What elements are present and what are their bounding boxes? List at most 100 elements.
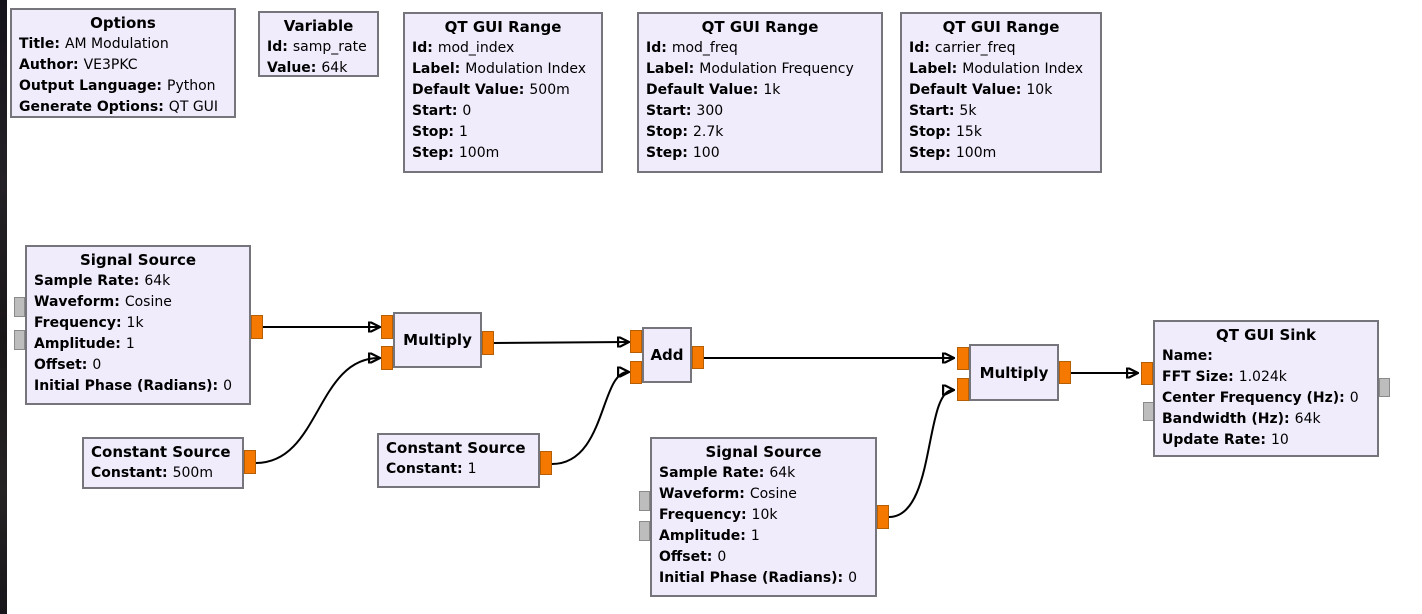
multiply-1-in-port-0[interactable] (381, 315, 393, 339)
param-value: 0 (223, 378, 233, 394)
constant-source-1-out-port[interactable] (244, 450, 256, 474)
signal-source-2-msg-port-1[interactable] (639, 491, 650, 511)
param-value: 0 (717, 549, 727, 565)
block-title: QT GUI Range (444, 18, 562, 36)
block-title: Multiply (979, 363, 1049, 382)
param-value: AM Modulation (64, 36, 169, 52)
param-value: 300 (696, 103, 724, 119)
param-value: Cosine (749, 486, 797, 502)
param-row: Start:300 (639, 101, 881, 122)
wire-sigsrc2-to-multiply2[interactable] (888, 390, 953, 518)
block-qt-gui-sink[interactable]: QT GUI Sink Name: FFT Size:1.024k Center… (1153, 320, 1379, 457)
block-options[interactable]: Options Title:AM Modulation Author:VE3PK… (10, 8, 236, 118)
param-row: Start:0 (405, 101, 601, 122)
param-row: Frequency:1k (27, 313, 249, 334)
param-label: Amplitude: (659, 528, 746, 544)
wire-const1-to-multiply1[interactable] (255, 358, 379, 464)
block-qt-gui-range-mod-freq[interactable]: QT GUI Range Id:mod_freq Label:Modulatio… (637, 12, 883, 173)
param-value: 15k (956, 124, 982, 140)
param-label: Start: (412, 103, 458, 119)
param-label: Generate Options: (19, 99, 164, 115)
param-row: Start:5k (902, 101, 1100, 122)
param-value: Modulation Frequency (699, 61, 854, 77)
block-multiply-1[interactable]: Multiply (393, 312, 482, 368)
param-label: Start: (646, 103, 692, 119)
param-value: Modulation Index (962, 61, 1083, 77)
block-title: Options (90, 14, 156, 32)
param-label: Constant: (91, 465, 168, 481)
param-row: Initial Phase (Radians):0 (652, 568, 875, 589)
param-value: 64k (144, 273, 171, 289)
param-value: 0 (848, 570, 858, 586)
qt-gui-sink-msg-port-right[interactable] (1379, 378, 1390, 397)
signal-source-2-msg-port-2[interactable] (639, 521, 650, 541)
param-value: 500m (529, 82, 570, 98)
multiply-1-out-port[interactable] (482, 331, 494, 355)
block-signal-source-2[interactable]: Signal Source Sample Rate:64k Waveform:C… (650, 437, 877, 597)
param-value: 10 (1270, 432, 1289, 448)
param-value: 1 (750, 528, 760, 544)
param-value: 1.024k (1238, 369, 1287, 385)
param-label: Label: (412, 61, 461, 77)
param-row: Step:100m (902, 143, 1100, 164)
param-label: Id: (909, 40, 930, 56)
param-label: Name: (1162, 348, 1213, 364)
param-value: Modulation Index (465, 61, 586, 77)
multiply-2-in-port-1[interactable] (957, 378, 969, 401)
add-out-port[interactable] (692, 346, 704, 369)
signal-source-1-msg-port-1[interactable] (14, 297, 25, 317)
add-in-port-1[interactable] (630, 361, 642, 384)
param-label: Waveform: (659, 486, 745, 502)
constant-source-2-out-port[interactable] (540, 451, 552, 475)
param-row: Stop:15k (902, 122, 1100, 143)
param-value: 100m (955, 145, 997, 161)
add-in-port-0[interactable] (630, 330, 642, 353)
signal-source-1-out-port[interactable] (251, 315, 263, 339)
param-row: Sample Rate:64k (27, 271, 249, 292)
param-label: Sample Rate: (34, 273, 140, 289)
param-label: Initial Phase (Radians): (34, 378, 219, 394)
param-label: Step: (412, 145, 454, 161)
block-signal-source-1[interactable]: Signal Source Sample Rate:64k Waveform:C… (25, 245, 251, 405)
block-qt-gui-range-mod-index[interactable]: QT GUI Range Id:mod_index Label:Modulati… (403, 12, 603, 173)
block-variable[interactable]: Variable Id:samp_rate Value:64k (258, 11, 379, 77)
param-row: Amplitude:1 (27, 334, 249, 355)
param-row: Offset:0 (27, 355, 249, 376)
block-constant-source-1[interactable]: Constant Source Constant:500m (82, 437, 244, 489)
param-label: Default Value: (646, 82, 759, 98)
param-value: 1 (459, 124, 468, 140)
wire-const2-to-add[interactable] (551, 372, 628, 465)
param-label: Start: (909, 103, 955, 119)
param-label: Id: (267, 39, 288, 55)
param-value: 5k (959, 103, 977, 119)
param-value: Python (167, 78, 216, 94)
multiply-2-in-port-0[interactable] (957, 347, 969, 370)
param-value: mod_index (437, 40, 515, 56)
param-value: 10k (1026, 82, 1053, 98)
param-row: Id:mod_freq (639, 38, 881, 59)
param-label: Constant: (386, 461, 463, 477)
wire-multiply1-to-add[interactable] (493, 342, 628, 343)
param-row: Author:VE3PKC (12, 55, 234, 76)
signal-source-1-msg-port-2[interactable] (14, 330, 25, 350)
param-label: Frequency: (34, 315, 122, 331)
param-value: 64k (321, 60, 348, 76)
param-value: 100m (458, 145, 500, 161)
param-value: 0 (92, 357, 102, 373)
qt-gui-sink-in-port[interactable] (1141, 362, 1153, 385)
param-label: Stop: (412, 124, 455, 140)
signal-source-2-out-port[interactable] (877, 505, 889, 529)
multiply-2-out-port[interactable] (1059, 361, 1071, 384)
multiply-1-in-port-1[interactable] (381, 346, 393, 370)
param-row: Amplitude:1 (652, 526, 875, 547)
block-qt-gui-range-carrier-freq[interactable]: QT GUI Range Id:carrier_freq Label:Modul… (900, 12, 1102, 173)
block-add[interactable]: Add (642, 327, 692, 383)
block-title: Constant Source (386, 439, 526, 457)
block-multiply-2[interactable]: Multiply (969, 344, 1059, 401)
param-label: Offset: (34, 357, 88, 373)
param-row: FFT Size:1.024k (1155, 367, 1377, 388)
param-value: 64k (1294, 411, 1321, 427)
param-row: Step:100 (639, 143, 881, 164)
block-constant-source-2[interactable]: Constant Source Constant:1 (377, 433, 540, 488)
